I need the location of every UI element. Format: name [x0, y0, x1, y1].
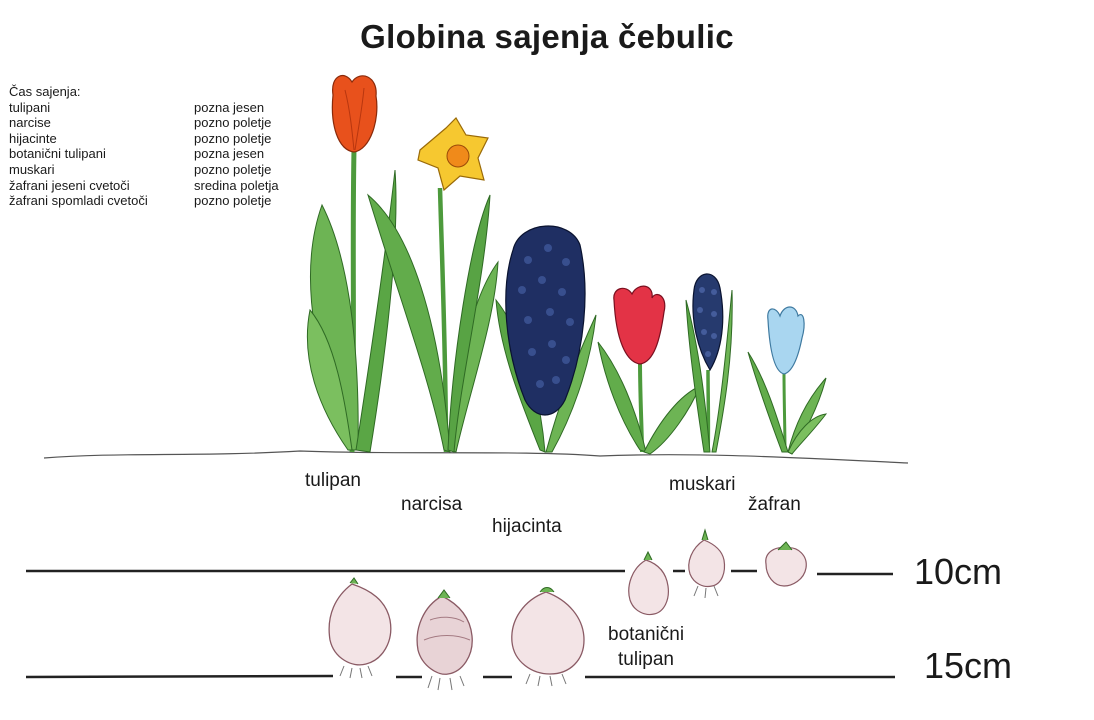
muscari-bulb [689, 530, 725, 598]
label-botanicni-line2: tulipan [618, 649, 674, 671]
label-muskari: muskari [669, 474, 736, 496]
label-zafran: žafran [748, 494, 801, 516]
label-tulipan: tulipan [305, 470, 361, 492]
depth-label-15cm: 15cm [924, 645, 1012, 687]
botanical-tulip-bulb [629, 552, 669, 614]
botanical-tulip-plant [598, 286, 700, 454]
hyacinth-bulb [512, 588, 584, 687]
narcissus-bulb [417, 590, 472, 690]
hyacinth-plant [496, 226, 596, 452]
tulip-flower [332, 76, 377, 152]
tulip-plant [307, 76, 396, 452]
crocus-bulb [766, 542, 806, 586]
soil-surface-line [44, 451, 908, 463]
crocus-flower [768, 307, 804, 374]
label-narcisa: narcisa [401, 494, 462, 516]
botanical-tulip-flower [614, 286, 665, 364]
depth-label-10cm: 10cm [914, 551, 1002, 593]
label-hijacinta: hijacinta [492, 516, 562, 538]
crocus-plant [748, 307, 826, 454]
tulip-bulb [329, 578, 391, 678]
depth-line-10cm [26, 571, 893, 574]
label-botanicni-line1: botanični [608, 624, 684, 646]
muscari-plant [686, 274, 732, 452]
